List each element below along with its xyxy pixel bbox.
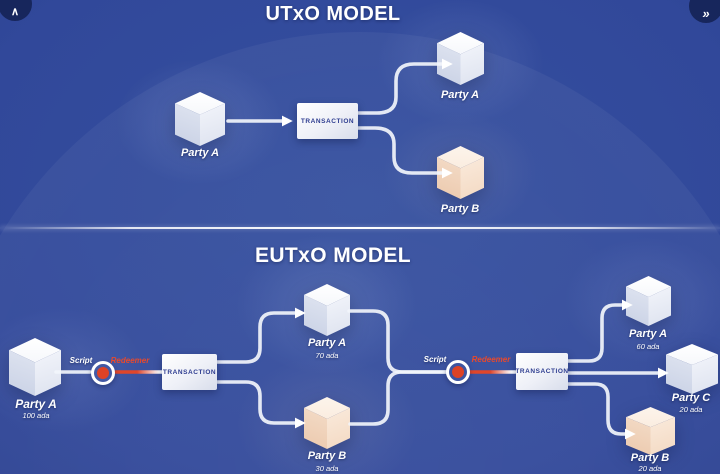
utxo-output-b-cube bbox=[437, 146, 484, 199]
eutxo-input-amount: 100 ada bbox=[22, 411, 50, 420]
redeemer1-marker bbox=[91, 361, 115, 385]
eutxo-mid-output-a-amount: 70 ada bbox=[315, 351, 339, 360]
eutxo-input-cube bbox=[9, 338, 61, 396]
cube-face-left bbox=[304, 407, 327, 449]
utxo-title: UTxO MODEL bbox=[265, 3, 401, 25]
eutxo-transaction2-label: TRANSACTION bbox=[515, 368, 569, 375]
eutxo-transaction1-box: TRANSACTION bbox=[162, 354, 217, 390]
eutxo-redeemer1-label: Redeemer bbox=[110, 356, 150, 365]
eutxo-mid-output-a-label: Party A bbox=[307, 337, 347, 349]
eutxo-transaction1-label: TRANSACTION bbox=[162, 368, 217, 376]
redeemer2-marker bbox=[446, 360, 470, 384]
cube-face-left bbox=[626, 286, 649, 326]
redeemer1-dot-icon bbox=[97, 367, 109, 379]
eutxo-final-output-c-amount: 20 ada bbox=[679, 405, 703, 414]
eutxo-script1-label: Script bbox=[69, 356, 93, 365]
utxo-output-a-cube bbox=[437, 32, 484, 85]
eutxo-final-output-a-label: Party A bbox=[628, 328, 668, 340]
chevron-up-icon: ∧ bbox=[10, 6, 20, 18]
chevrons-right-icon: » bbox=[702, 6, 710, 21]
cube-face-right bbox=[460, 43, 484, 85]
eutxo-mid-output-b-cube bbox=[304, 397, 350, 449]
cube-face-right bbox=[327, 407, 350, 449]
eutxo-final-output-b-amount: 20 ada bbox=[638, 464, 662, 473]
eutxo-transaction2-box: TRANSACTION bbox=[515, 353, 569, 390]
section-divider bbox=[0, 227, 720, 229]
redeemer2-dot-icon bbox=[452, 366, 464, 378]
cube-face-left bbox=[304, 294, 327, 336]
cube-face-right bbox=[648, 286, 671, 326]
eutxo-mid-output-a-cube bbox=[304, 284, 350, 336]
eutxo-final-output-c-label: Party C bbox=[671, 392, 711, 404]
cube-face-right bbox=[460, 157, 484, 199]
eutxo-script2-label: Script bbox=[423, 355, 447, 364]
utxo-transaction-box: TRANSACTION bbox=[297, 103, 358, 139]
eutxo-title: EUTxO MODEL bbox=[254, 244, 412, 267]
eutxo-mid-output-b-amount: 30 ada bbox=[315, 464, 339, 473]
eutxo-final-output-a-cube bbox=[626, 276, 671, 326]
utxo-output-b-label: Party B bbox=[440, 203, 480, 215]
forward-button[interactable]: » bbox=[689, 0, 720, 23]
cube-face-top bbox=[626, 407, 675, 428]
eutxo-final-output-b-label: Party B bbox=[630, 452, 670, 464]
utxo-output-a-label: Party A bbox=[440, 89, 480, 101]
utxo-input-label: Party A bbox=[180, 147, 220, 159]
eutxo-redeemer2-label: Redeemer bbox=[471, 355, 511, 364]
collapse-button[interactable]: ∧ bbox=[0, 0, 32, 21]
utxo-input-cube bbox=[175, 92, 225, 146]
utxo-transaction-label: TRANSACTION bbox=[300, 117, 355, 125]
eutxo-mid-output-b-label: Party B bbox=[307, 450, 347, 462]
eutxo-final-output-c-cube bbox=[666, 344, 718, 394]
eutxo-final-output-a-amount: 60 ada bbox=[636, 342, 660, 351]
eutxo-final-output-b-cube bbox=[626, 407, 675, 455]
cube-face-right bbox=[327, 294, 350, 336]
eutxo-input-label: Party A bbox=[15, 397, 57, 411]
